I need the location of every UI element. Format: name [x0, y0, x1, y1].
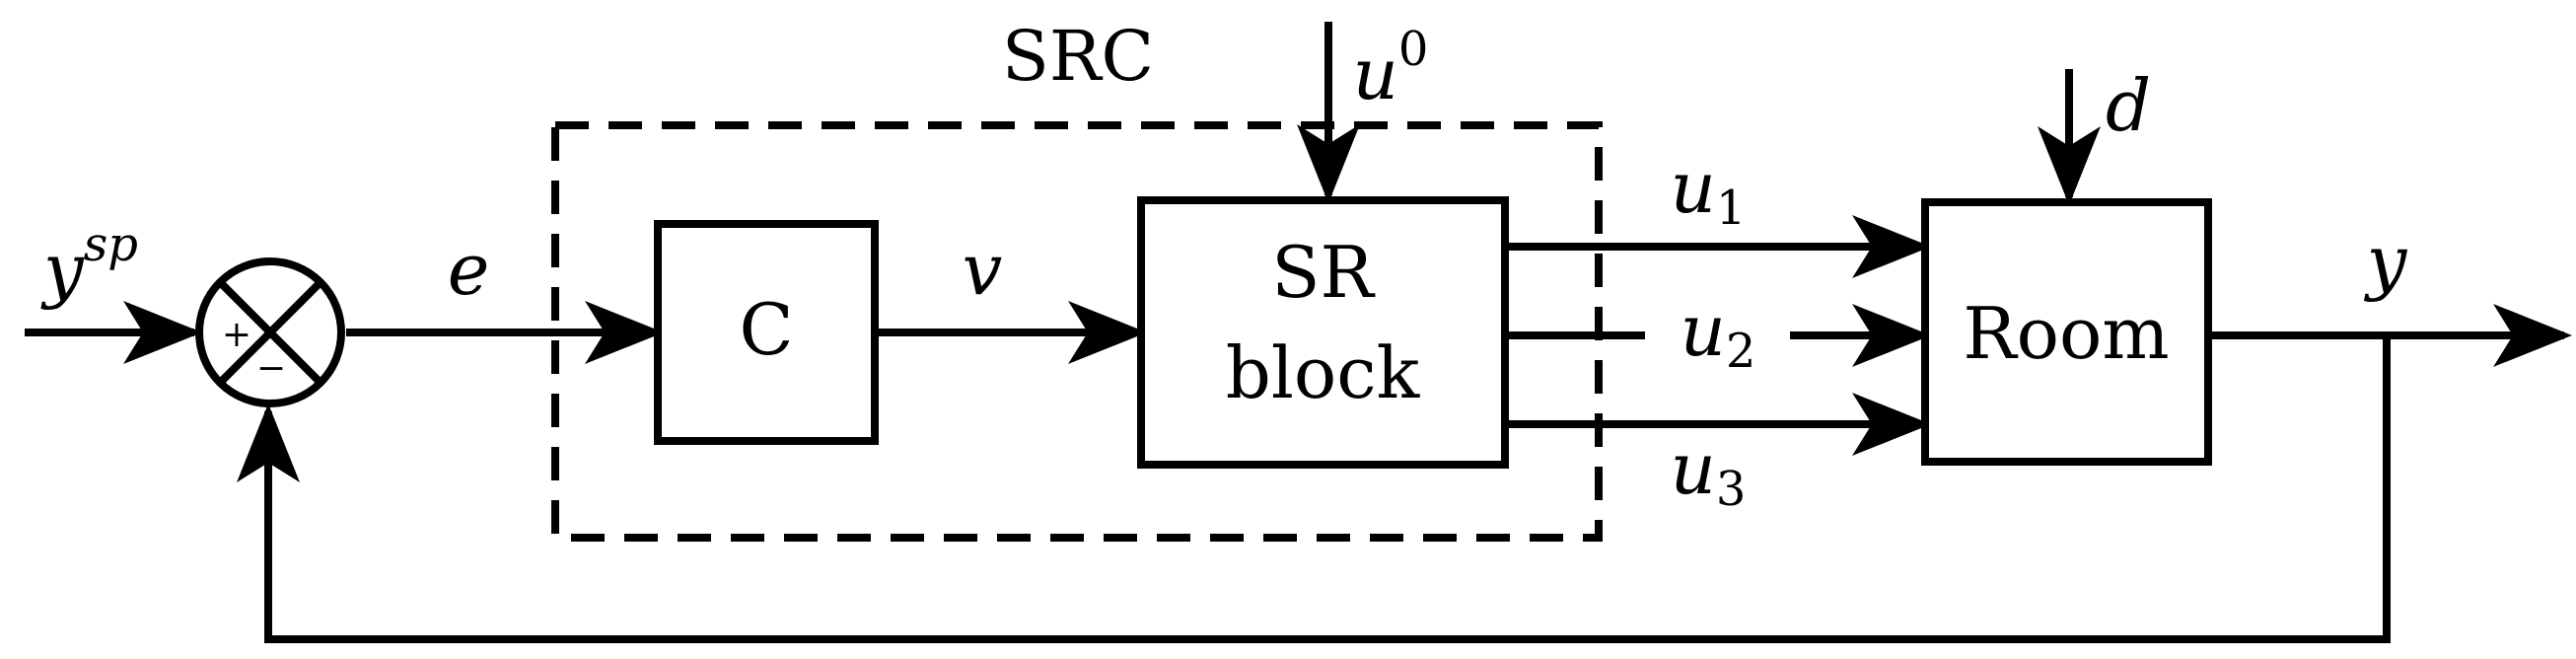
minus-sign: − — [256, 348, 286, 389]
u1-label: u1 — [1671, 146, 1747, 236]
u3-label: u3 — [1671, 427, 1747, 517]
summing-junction: + − — [195, 257, 345, 407]
u2-label: u2 — [1681, 289, 1756, 379]
u2-label-base: u — [1681, 289, 1726, 372]
u3-label-sub: 3 — [1716, 462, 1747, 517]
sr-block-label-line1: SR — [1271, 231, 1375, 314]
sr-block — [1137, 196, 1509, 469]
u0-label-sup: 0 — [1398, 22, 1429, 77]
controller-block — [654, 220, 879, 445]
sr-block-label-line2: block — [1226, 331, 1421, 414]
room-block — [1921, 198, 2212, 466]
setpoint-label: ysp — [40, 217, 138, 311]
disturbance-label: d — [2106, 64, 2151, 147]
feedback-path — [237, 335, 2391, 643]
u3-label-base: u — [1671, 427, 1716, 510]
output-label: y — [2364, 220, 2408, 303]
setpoint-label-base: y — [40, 228, 85, 311]
u2-label-sub: 2 — [1726, 324, 1756, 379]
setpoint-label-sup: sp — [84, 217, 138, 272]
src-label: SRC — [1002, 16, 1154, 97]
plus-sign: + — [222, 315, 251, 355]
error-label: e — [448, 228, 490, 311]
u1-label-sub: 1 — [1716, 181, 1747, 236]
u1-label-base: u — [1671, 146, 1716, 229]
u0-label: u0 — [1353, 22, 1429, 115]
v-label: v — [963, 228, 1003, 311]
controller-label: C — [739, 288, 793, 371]
u0-label-base: u — [1353, 33, 1398, 115]
room-label: Room — [1963, 292, 2169, 375]
